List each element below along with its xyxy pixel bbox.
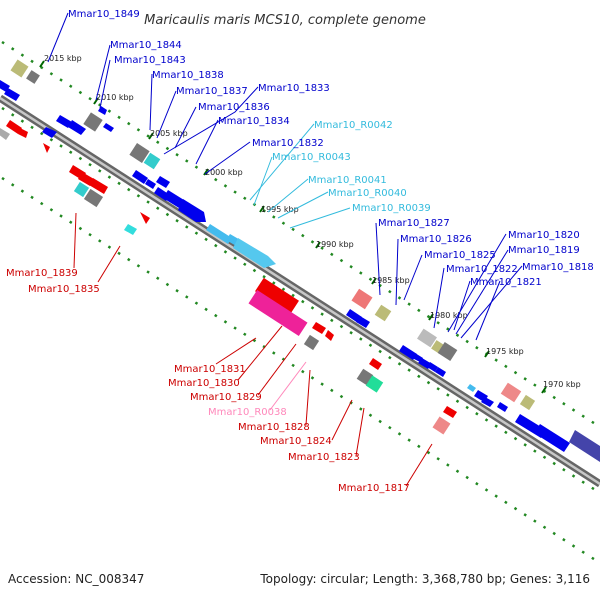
kbp-ticks: 2015 kbp 2010 kbp 2005 kbp 2000 kbp 1995…: [39, 54, 581, 394]
accession-text: Accession: NC_008347: [8, 572, 145, 586]
forward-strand-features: [0, 59, 600, 462]
gene-label: Mmar10_1828: [238, 422, 310, 433]
gene-label: Mmar10_R0043: [272, 152, 351, 163]
reverse-gene-labels: Mmar10_1839 Mmar10_1835 Mmar10_1831 Mmar…: [6, 268, 410, 494]
gene-label: Mmar10_1830: [168, 378, 240, 389]
genome-backbone: [0, 94, 600, 488]
reverse-strand-features: [0, 120, 457, 435]
tick-label: 2015 kbp: [44, 54, 82, 63]
rna-gene-labels: Mmar10_R0042 Mmar10_R0043 Mmar10_R0041 M…: [272, 120, 431, 214]
tick-label: 2005 kbp: [150, 129, 188, 138]
tick-label: 1995 kbp: [261, 205, 299, 214]
gene-label: Mmar10_1837: [176, 86, 248, 97]
gene-label: Mmar10_1819: [508, 245, 580, 256]
gene-label: Mmar10_1832: [252, 138, 324, 149]
gene-label: Mmar10_1825: [424, 250, 496, 261]
gene-label: Mmar10_1820: [508, 230, 580, 241]
gene-label: Mmar10_1817: [338, 483, 410, 494]
map-title: Maricaulis maris MCS10, complete genome: [144, 13, 426, 28]
tick-label: 1980 kbp: [430, 311, 468, 320]
gene-label: Mmar10_1843: [114, 55, 186, 66]
gene-label: Mmar10_R0039: [352, 203, 431, 214]
gene-label: Mmar10_1821: [470, 277, 542, 288]
pseudo-rna-labels: Mmar10_R0038: [208, 407, 287, 418]
gene-label: Mmar10_1838: [152, 70, 224, 81]
gene-label: Mmar10_1824: [260, 436, 332, 447]
gene-label: Mmar10_1834: [218, 116, 290, 127]
tick-label: 1970 kbp: [543, 380, 581, 389]
tick-label: 1985 kbp: [372, 276, 410, 285]
leader-lines: [47, 12, 523, 487]
tick-label: 2010 kbp: [96, 93, 134, 102]
gene-label: Mmar10_R0042: [314, 120, 393, 131]
forward-gene-labels: Mmar10_1849 Mmar10_1844 Mmar10_1843 Mmar…: [68, 9, 594, 288]
gene-label: Mmar10_1844: [110, 40, 182, 51]
gene-label: Mmar10_R0041: [308, 175, 387, 186]
gene-label: Mmar10_1839: [6, 268, 78, 279]
topology-text: Topology: circular; Length: 3,368,780 bp…: [260, 572, 590, 586]
gene-label: Mmar10_1849: [68, 9, 140, 20]
gene-label: Mmar10_1827: [378, 218, 450, 229]
gene-label: Mmar10_1822: [446, 264, 518, 275]
tick-label: 2000 kbp: [205, 168, 243, 177]
tick-label: 1975 kbp: [486, 347, 524, 356]
gene-label: Mmar10_1833: [258, 83, 330, 94]
gene-label: Mmar10_1829: [190, 392, 262, 403]
gene-label: Mmar10_1823: [288, 452, 360, 463]
gene-label: Mmar10_1831: [174, 364, 246, 375]
gene-label: Mmar10_1836: [198, 102, 270, 113]
gene-label: Mmar10_1826: [400, 234, 472, 245]
gene-label: Mmar10_R0040: [328, 188, 407, 199]
gene-label: Mmar10_R0038: [208, 407, 287, 418]
gene-label: Mmar10_1835: [28, 284, 100, 295]
gene-label: Mmar10_1818: [522, 262, 594, 273]
tick-label: 1990 kbp: [316, 240, 354, 249]
